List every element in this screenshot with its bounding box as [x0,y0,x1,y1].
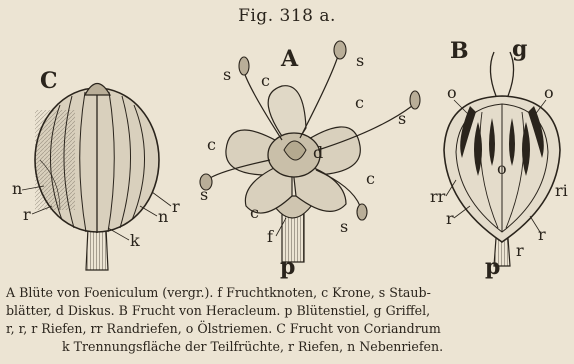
label-C-r-left: r [23,205,31,224]
label-A-s-bottom: s [340,217,348,236]
label-A-s-top-right: s [356,51,364,70]
label-A: A [280,46,299,72]
label-B-o-right: o [544,83,554,102]
caption-line-3: r, r, r Riefen, rr Randriefen, o Ölstrie… [6,320,572,338]
caption-line-1: A Blüte von Foeniculum (vergr.). f Fruch… [6,284,572,302]
figure-caption: A Blüte von Foeniculum (vergr.). f Fruch… [6,284,572,356]
label-C-n-right: n [158,207,168,226]
botanical-plate: C n r n r k A s s c c s c d [0,0,574,284]
label-C: C [40,68,58,94]
label-A-c-right: c [355,93,364,112]
label-C-n-left: n [12,179,22,198]
label-A-f: f [267,227,274,246]
label-A-s-left: s [200,185,208,204]
caption-line-2: blätter, d Diskus. B Frucht von Heracleu… [6,302,572,320]
label-A-s-right: s [398,109,406,128]
label-A-c-lower-right: c [366,169,375,188]
label-A-s-top-left: s [223,65,231,84]
caption-line-4: k Trennungsfläche der Teilfrüchte, r Rie… [6,338,572,356]
label-B-ri-right: ri [555,181,568,200]
label-B-p: p [485,254,500,280]
label-B: B [450,38,469,64]
label-A-c-left: c [207,135,216,154]
figure-a-foeniculum-flower [200,41,420,262]
label-B-rr-left: rr [430,187,446,206]
label-B-o-left: o [447,83,457,102]
label-A-c-top: c [261,71,270,90]
label-C-r-right: r [172,197,180,216]
label-B-r-bottom: r [516,241,524,260]
label-C-k: k [130,231,140,250]
label-B-o-center: o [497,159,507,178]
label-B-r-right: r [538,225,546,244]
label-A-c-bottom: c [250,203,259,222]
figure-c-coriander-fruit [35,84,159,271]
label-B-r-left: r [446,209,454,228]
label-A-p: p [280,254,295,280]
label-A-d: d [313,143,323,162]
label-B-g: g [512,36,527,62]
